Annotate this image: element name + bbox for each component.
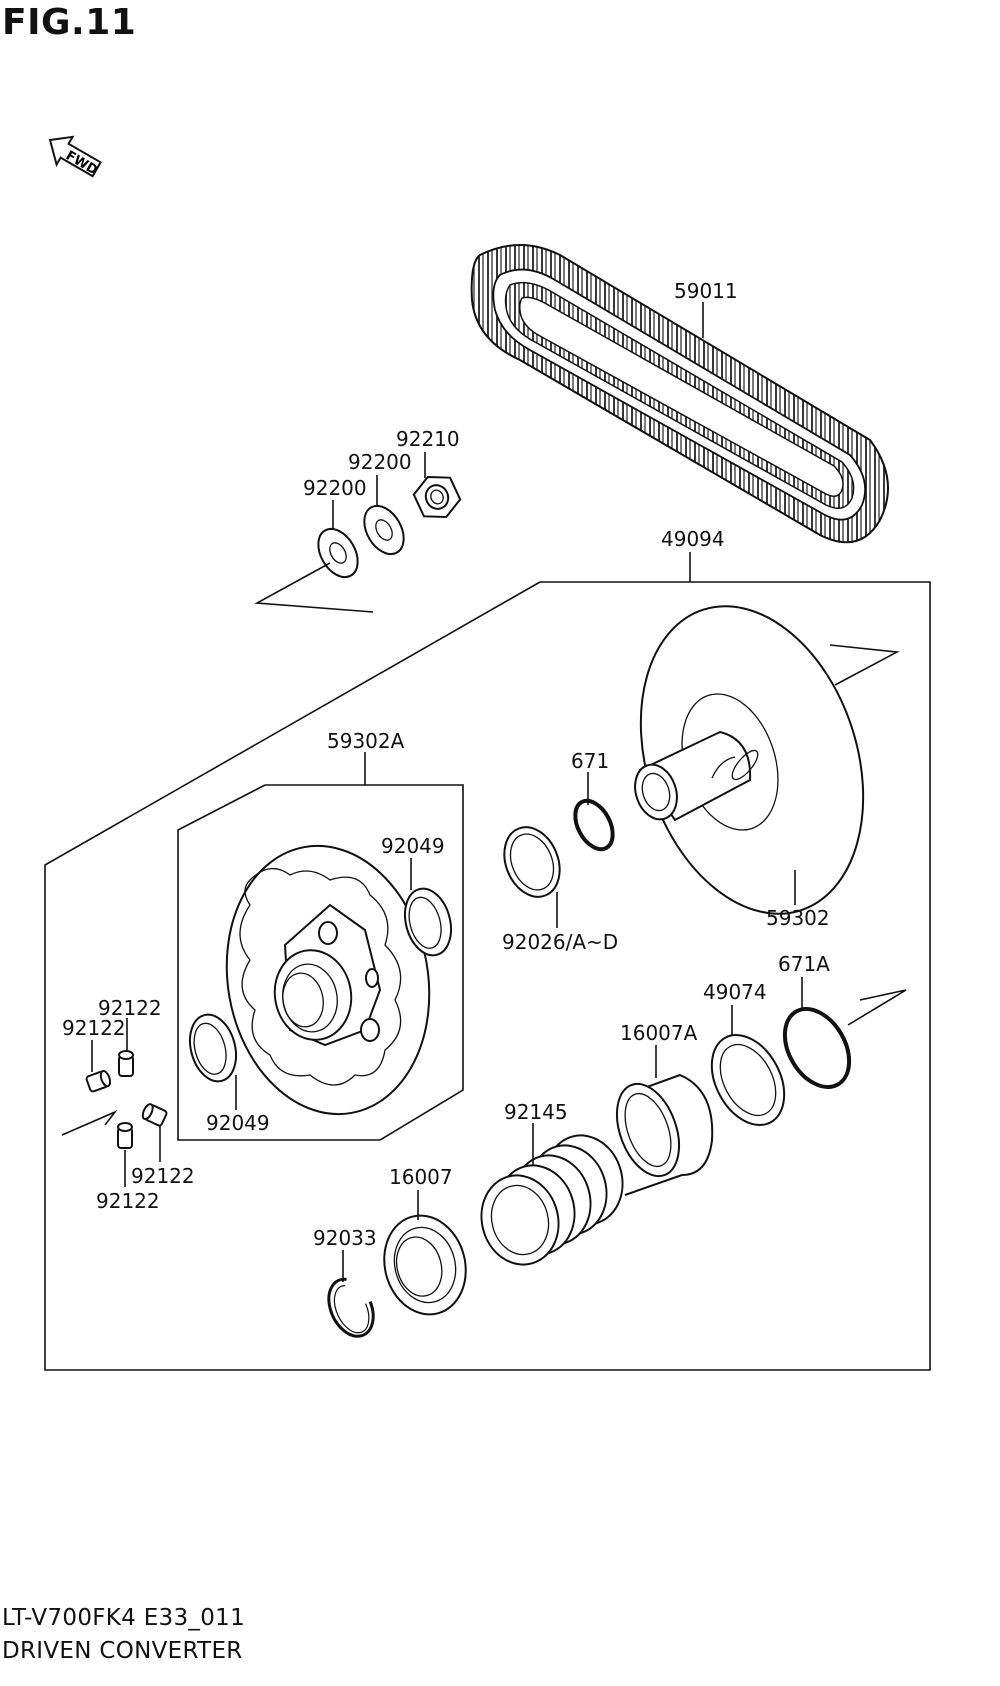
bearing-16007 [383, 1214, 467, 1316]
assembly-box-49094 [44, 581, 931, 1371]
label-59302A: 59302A [327, 729, 405, 753]
o-ring-671 [573, 798, 615, 852]
axis-line-sheave [829, 644, 900, 686]
movable-sheave [225, 844, 431, 1116]
oil-seal-92049-b [188, 1013, 238, 1083]
sheave-59302 [634, 605, 865, 915]
washer-92200-a [317, 527, 359, 579]
label-92122-b: 92122 [98, 996, 162, 1020]
label-49074: 49074 [703, 980, 767, 1004]
grease-nipple-92122-d [117, 1122, 133, 1149]
label-92200-a: 92200 [303, 476, 367, 500]
circlip-92033 [327, 1277, 375, 1338]
spring-92145 [480, 1134, 624, 1266]
label-92145: 92145 [504, 1100, 568, 1124]
nut-92210 [412, 476, 462, 518]
o-ring-671A [782, 1007, 852, 1089]
subassembly-box-59302A [177, 784, 464, 1141]
fwd-arrow-icon: FWD [48, 135, 102, 179]
model-code: LT-V700FK4 E33_011 [2, 1605, 246, 1631]
grease-nipple-92122-c [141, 1103, 168, 1127]
grease-nipple-92122-b [118, 1050, 134, 1077]
axis-line-upper [254, 562, 374, 613]
figure-title: FIG.11 [2, 2, 137, 43]
label-49094: 49094 [661, 527, 725, 551]
label-16007A: 16007A [620, 1021, 698, 1045]
label-59302: 59302 [766, 906, 830, 930]
label-92026: 92026/A~D [502, 930, 618, 954]
label-16007: 16007 [389, 1165, 453, 1189]
label-92200-b: 92200 [348, 450, 412, 474]
label-92049-b: 92049 [206, 1111, 270, 1135]
axis-line-lower [61, 1110, 118, 1136]
label-92210: 92210 [396, 427, 460, 451]
washer-49074 [710, 1034, 786, 1126]
assembly-name: DRIVEN CONVERTER [2, 1638, 243, 1664]
shim-92026 [503, 826, 561, 898]
label-92122-c: 92122 [131, 1164, 195, 1188]
drive-belt [470, 244, 889, 544]
label-59011: 59011 [674, 279, 738, 303]
label-92033: 92033 [313, 1226, 377, 1250]
label-92122-d: 92122 [96, 1189, 160, 1213]
cam-16007A [615, 1073, 714, 1196]
label-671A: 671A [778, 952, 830, 976]
label-92049-a: 92049 [381, 834, 445, 858]
axis-line-right [847, 989, 907, 1026]
label-92122-a: 92122 [62, 1016, 126, 1040]
washer-92200-b [363, 504, 405, 556]
label-671: 671 [571, 749, 609, 773]
oil-seal-92049-a [403, 887, 453, 957]
grease-nipple-92122-a [85, 1069, 112, 1093]
